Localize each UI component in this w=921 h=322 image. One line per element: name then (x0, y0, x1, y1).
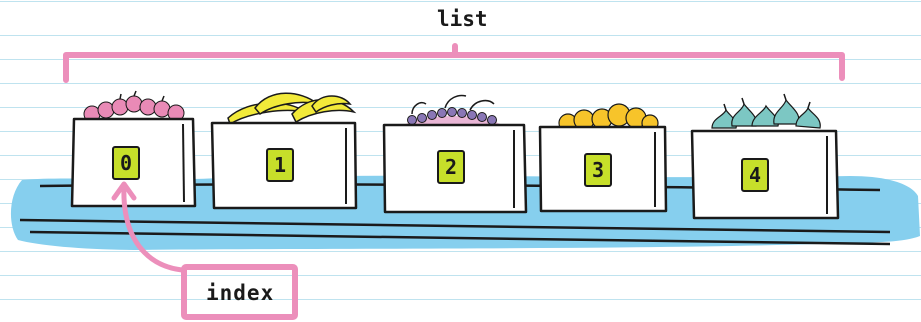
index-label: index (206, 281, 275, 305)
grapes-pile (402, 94, 500, 126)
index-box-0: 0 (112, 146, 140, 180)
index-box-4: 4 (741, 158, 769, 192)
index-label-box (181, 264, 298, 320)
list-bracket (63, 43, 845, 83)
list-label: list (437, 7, 488, 31)
index-box-3: 3 (584, 153, 612, 187)
apples-pile (83, 90, 185, 123)
oranges-pile (558, 103, 659, 133)
index-box-2: 2 (437, 150, 465, 184)
index-box-1: 1 (266, 148, 294, 182)
pears-pile (711, 93, 821, 129)
index-arrow (111, 181, 185, 273)
bananas-pile (227, 92, 357, 126)
